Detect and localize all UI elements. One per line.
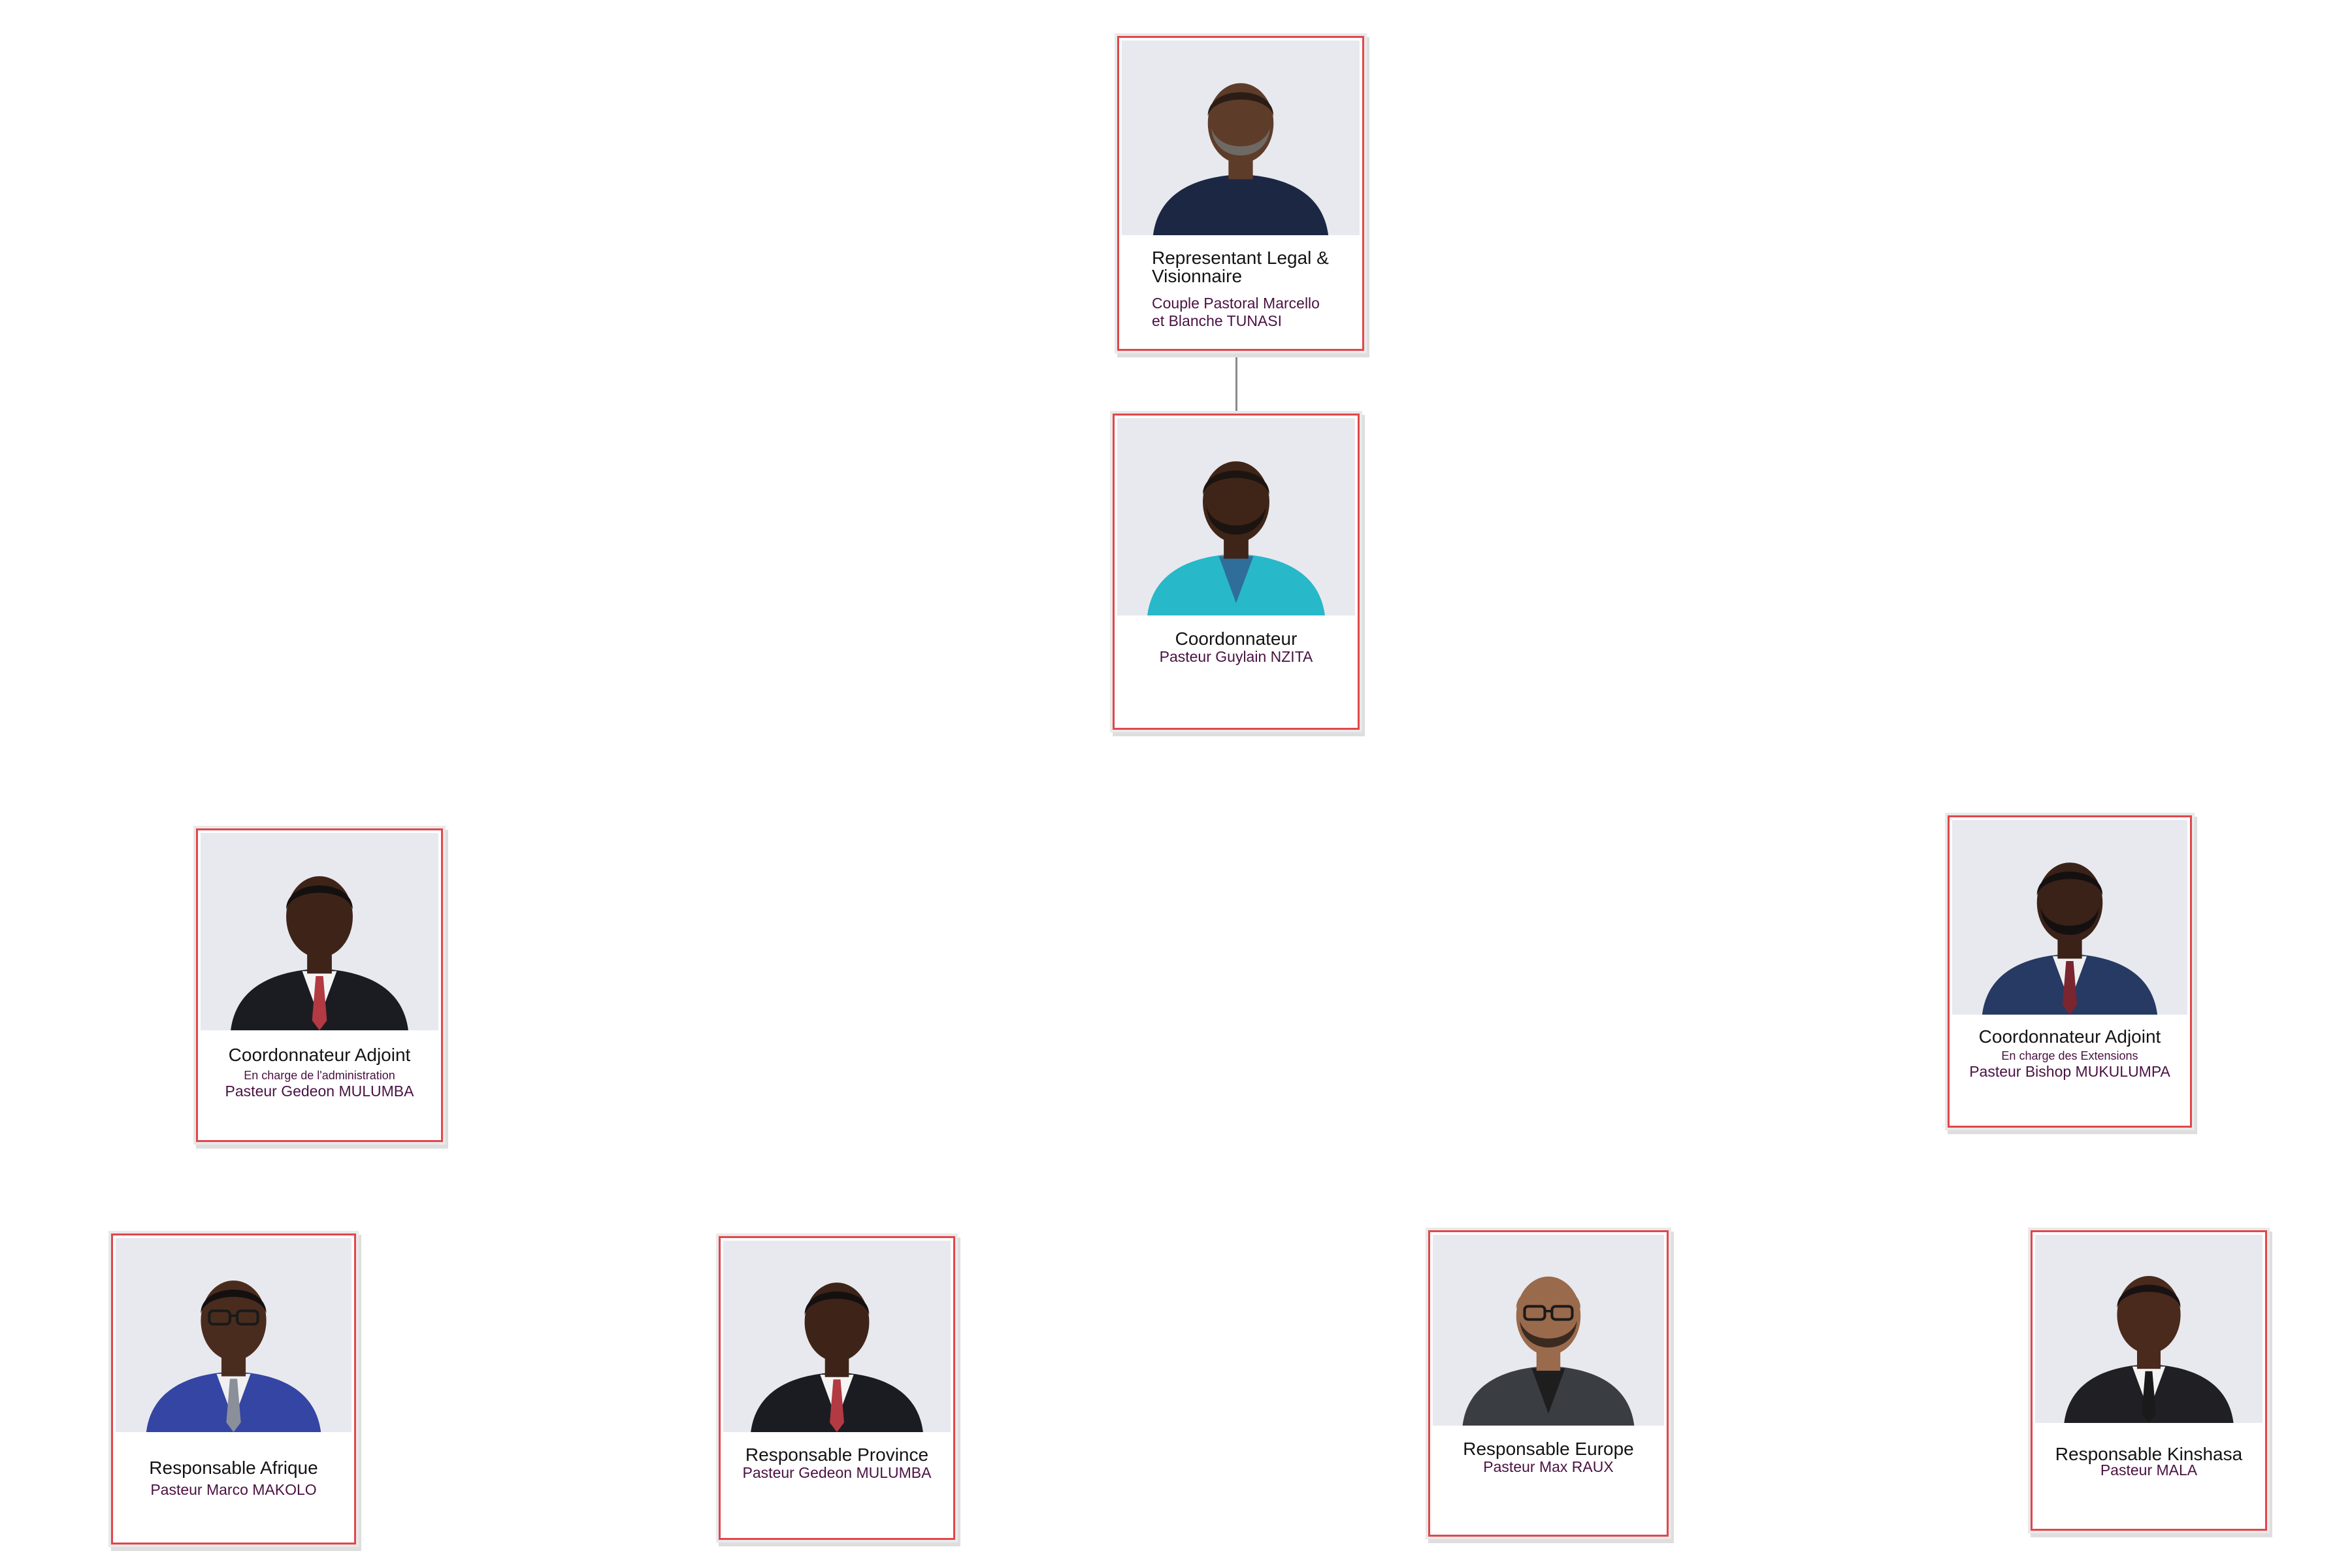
node-text: Responsable Afrique Pasteur Marco MAKOLO: [113, 1459, 354, 1499]
role-title: Responsable Europe: [1463, 1439, 1634, 1459]
person-name: Pasteur Marco MAKOLO: [150, 1481, 317, 1498]
node-responsable-province: Responsable Province Pasteur Gedeon MULU…: [719, 1236, 955, 1540]
person-name-line-2: et Blanche TUNASI: [1152, 312, 1282, 329]
person-name: Pasteur Gedeon MULUMBA: [742, 1464, 932, 1481]
portrait-photo: [1433, 1235, 1664, 1426]
portrait-photo: [116, 1238, 351, 1432]
role-title: Responsable Kinshasa: [2055, 1444, 2243, 1464]
connector-line: [1235, 350, 1237, 414]
portrait-silhouette: [1433, 1235, 1664, 1426]
node-responsable-europe: Responsable Europe Pasteur Max RAUX: [1428, 1230, 1669, 1537]
role-subtitle: En charge des Extensions: [2001, 1049, 2138, 1062]
person-name: Pasteur Guylain NZITA: [1159, 648, 1313, 665]
portrait-silhouette: [201, 833, 438, 1030]
node-coordonnateur-adjoint-administration: Coordonnateur Adjoint En charge de l'adm…: [196, 828, 443, 1142]
portrait-silhouette: [2035, 1235, 2262, 1423]
role-title: Coordonnateur Adjoint: [1978, 1026, 2161, 1047]
node-text: Responsable Kinshasa Pasteur MALA: [2033, 1444, 2265, 1478]
role-title: Responsable Province: [745, 1445, 929, 1465]
node-responsable-afrique: Responsable Afrique Pasteur Marco MAKOLO: [111, 1233, 356, 1544]
portrait-photo: [723, 1241, 951, 1432]
person-name: Pasteur Gedeon MULUMBA: [225, 1083, 414, 1100]
person-name: Pasteur Max RAUX: [1483, 1458, 1614, 1475]
node-text: Responsable Province Pasteur Gedeon MULU…: [721, 1446, 953, 1482]
node-text: Responsable Europe Pasteur Max RAUX: [1430, 1440, 1667, 1476]
portrait-photo: [1122, 41, 1360, 235]
role-title: Representant Legal & Visionnaire: [1152, 248, 1329, 286]
role-title: Coordonnateur: [1175, 629, 1298, 649]
role-title: Coordonnateur Adjoint: [228, 1045, 411, 1065]
node-text: Representant Legal & Visionnaire Couple …: [1119, 249, 1362, 330]
person-name: Pasteur Bishop MUKULUMPA: [1969, 1063, 2170, 1080]
node-responsable-kinshasa: Responsable Kinshasa Pasteur MALA: [2031, 1230, 2267, 1531]
portrait-photo: [1117, 418, 1355, 615]
person-name: Pasteur MALA: [2100, 1462, 2198, 1478]
node-coordonnateur: Coordonnateur Pasteur Guylain NZITA: [1113, 414, 1360, 730]
portrait-silhouette: [116, 1238, 351, 1432]
portrait-silhouette: [1952, 820, 2187, 1015]
portrait-silhouette: [1117, 418, 1355, 615]
portrait-photo: [1952, 820, 2187, 1015]
node-coordonnateur-adjoint-extensions: Coordonnateur Adjoint En charge des Exte…: [1948, 815, 2192, 1128]
node-representant-legal: Representant Legal & Visionnaire Couple …: [1117, 36, 1364, 351]
role-subtitle: En charge de l'administration: [244, 1069, 395, 1082]
node-text: Coordonnateur Adjoint En charge de l'adm…: [198, 1046, 441, 1100]
portrait-silhouette: [723, 1241, 951, 1432]
portrait-photo: [201, 833, 438, 1030]
portrait-photo: [2035, 1235, 2262, 1423]
person-name-line-1: Couple Pastoral Marcello: [1152, 295, 1320, 312]
node-text: Coordonnateur Pasteur Guylain NZITA: [1115, 630, 1358, 666]
role-title: Responsable Afrique: [149, 1458, 318, 1478]
portrait-silhouette: [1122, 41, 1360, 235]
node-text: Coordonnateur Adjoint En charge des Exte…: [1950, 1028, 2190, 1081]
